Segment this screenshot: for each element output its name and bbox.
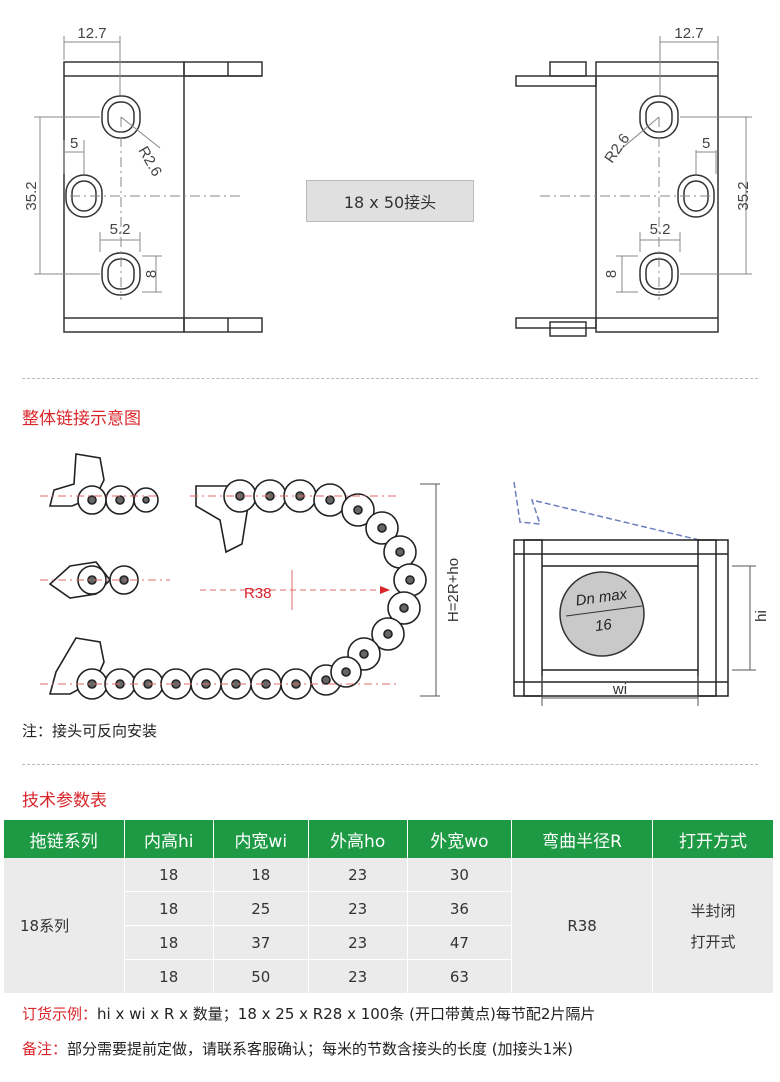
table-cell: 23	[308, 925, 408, 960]
order-example: 订货示例：hi x wi x R x 数量；18 x 25 x R28 x 10…	[22, 1003, 595, 1024]
separator	[22, 764, 758, 765]
header-bend-radius: 弯曲半径R	[511, 820, 654, 858]
spec-table: 拖链系列 内高hi 内宽wi 外高ho 外宽wo 弯曲半径R 打开方式 18系列…	[4, 820, 774, 994]
right-joint	[515, 61, 719, 337]
table-cell: 25	[213, 891, 309, 926]
table-cell: 50	[213, 959, 309, 994]
table-cell: 30	[407, 858, 513, 892]
separator	[22, 378, 758, 379]
bend-radius-label: R38	[244, 585, 272, 602]
table-cell: 18	[124, 925, 214, 960]
right-slot-offset: 5	[702, 135, 710, 152]
table-cell: 23	[308, 959, 408, 994]
wi-label: wi	[612, 681, 627, 698]
hi-label: hi	[753, 610, 770, 622]
spec-title: 技术参数表	[22, 791, 107, 811]
header-inner-width: 内宽wi	[213, 820, 309, 858]
open-type-line2: 打开式	[690, 932, 736, 951]
header-series: 拖链系列	[4, 820, 125, 858]
open-type-line1: 半封闭	[690, 901, 736, 920]
table-row: 18 50 23 63	[4, 959, 774, 994]
header-outer-width: 外宽wo	[407, 820, 513, 858]
table-cell: 47	[407, 925, 513, 960]
table-cell: 18	[124, 858, 214, 892]
left-joint	[63, 61, 263, 333]
remark-label: 备注：	[22, 1040, 68, 1058]
header-outer-height: 外高ho	[308, 820, 408, 858]
lower-links	[76, 656, 362, 700]
remark-text: 部分需要提前定做，请联系客服确认；每米的节数含接头的长度 (加接头1米)	[67, 1040, 574, 1058]
right-slot-len: 8	[603, 270, 620, 278]
right-top-width: 12.7	[674, 25, 703, 42]
joint-size-label: 18 x 50接头	[306, 180, 474, 222]
left-height: 35.2	[23, 181, 40, 210]
table-cell: 23	[308, 891, 408, 926]
right-height: 35.2	[735, 181, 752, 210]
upper-links	[223, 479, 427, 671]
table-cell: 23	[308, 858, 408, 892]
series-cell: 18系列	[4, 858, 125, 994]
header-inner-height: 内高hi	[124, 820, 214, 858]
table-cell: 18	[124, 959, 214, 994]
table-row: 18系列 18 18 23 30 R38 半封闭 打开式	[4, 858, 774, 994]
assembly-diagram: R38 H=2R+ho Dn max 16 hi wi	[40, 453, 770, 706]
table-cell: 36	[407, 891, 513, 926]
order-text: hi x wi x R x 数量；18 x 25 x R28 x 100条 (开…	[97, 1005, 596, 1023]
table-cell: 18	[213, 858, 309, 892]
header-open-type: 打开方式	[652, 820, 774, 858]
table-cell: 37	[213, 925, 309, 960]
left-top-width: 12.7	[77, 25, 106, 42]
right-slot-width: 5.2	[650, 221, 671, 238]
order-label: 订货示例：	[22, 1005, 98, 1023]
left-slot-len: 8	[143, 270, 160, 278]
dn-max-circle	[559, 571, 645, 657]
table-row: 18 37 23 47	[4, 925, 774, 960]
assembly-title: 整体链接示意图	[22, 409, 141, 429]
left-slot-offset: 5	[70, 135, 78, 152]
install-note: 注：接头可反向安装	[22, 722, 158, 740]
table-row: 18 25 23 36	[4, 891, 774, 926]
joint-drawing: 12.7 5 35.2 R2.6 5.2 8	[23, 25, 752, 337]
spec-header-row: 拖链系列 内高hi 内宽wi 外高ho 外宽wo 弯曲半径R 打开方式	[4, 820, 774, 858]
radius-cell: R38	[511, 858, 654, 994]
open-type-cell: 半封闭 打开式	[652, 858, 774, 994]
table-cell: 18	[124, 891, 214, 926]
dn-max-value: 16	[594, 616, 614, 635]
left-slot-width: 5.2	[110, 221, 131, 238]
height-formula-label: H=2R+ho	[445, 558, 462, 622]
table-cell: 63	[407, 959, 513, 994]
remark: 备注：部分需要提前定做，请联系客服确认；每米的节数含接头的长度 (加接头1米)	[22, 1038, 573, 1059]
